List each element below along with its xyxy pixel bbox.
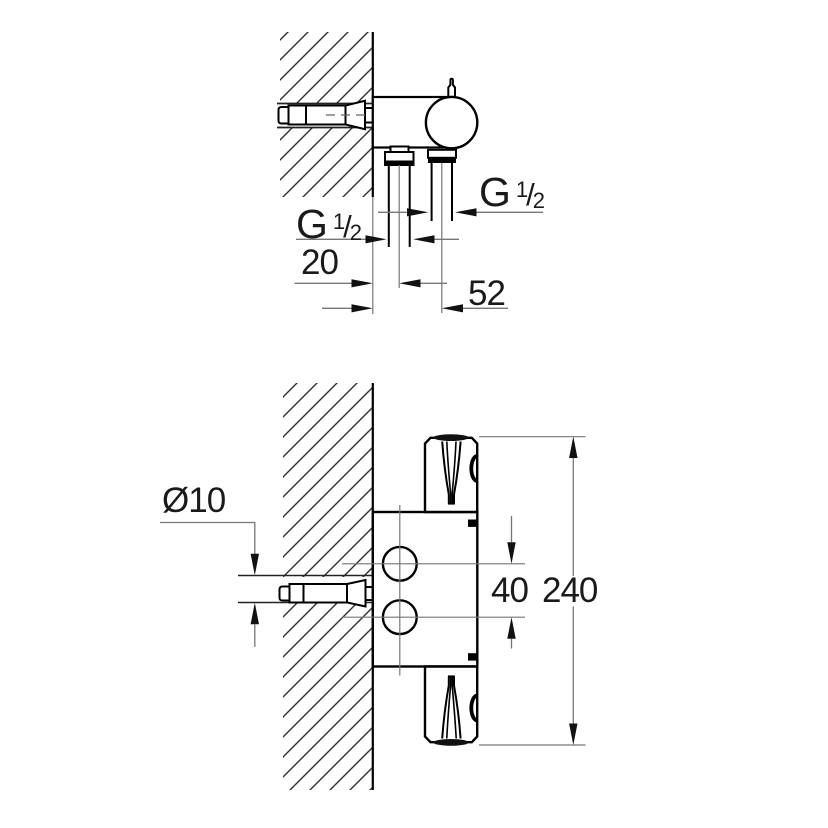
dim-240-label: 240 [542,571,598,610]
screw-head-bottom [278,585,291,602]
thread-letter: G [296,201,328,247]
left-pipe-fitting [384,145,415,288]
wall-anchor-screw-bottom [278,578,374,608]
screw-head [277,106,290,125]
thread-letter: G [479,169,511,215]
dim-20 [294,279,447,288]
dim-240 [479,436,586,746]
thread-slash: / [343,208,352,244]
dim-thread-right [378,208,543,217]
dim-hole-diameter [160,521,259,647]
thread-numerator: 1 [515,176,529,202]
thread-numerator: 1 [332,208,346,234]
screw-cone [344,99,366,131]
dim-52-label: 52 [468,274,506,313]
knob-stem [447,77,456,99]
bottom-knob [423,665,479,746]
thread-slash: / [526,176,535,212]
hole-diameter-label: Ø10 [162,481,226,520]
knob-side-notch-bottom [469,693,478,723]
valve-body-front [371,510,479,668]
right-pipe-fitting [427,148,457,313]
dim-40-label: 40 [491,571,529,610]
body-edge-screw-top [468,519,477,527]
knob-top-rim [433,434,469,441]
screw-cone-bottom [346,578,367,608]
temperature-knob-side [424,95,479,150]
body-edge-screw-bottom [468,653,477,661]
top-view [274,32,543,314]
dim-52 [322,304,508,313]
knob-side-notch [469,454,478,483]
wall-anchor-screw [277,99,374,131]
thread-denominator: 2 [532,188,546,214]
thread-denominator: 2 [349,220,363,246]
knob-bottom-rim [433,739,469,746]
dim-20-label: 20 [301,243,339,282]
top-knob [423,434,479,514]
dim-40 [507,516,516,649]
dim-thread-left [296,235,459,244]
bottom-view [160,383,586,790]
